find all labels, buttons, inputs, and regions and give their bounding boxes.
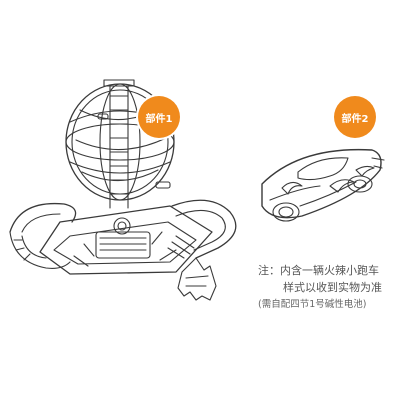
part1-label: 部件1 bbox=[145, 113, 173, 125]
note-line-1: 注：内含一辆火辣小跑车 bbox=[258, 264, 379, 277]
part2-badge: 部件2 bbox=[334, 96, 376, 138]
right-curve-track bbox=[171, 199, 237, 301]
track-base bbox=[39, 205, 213, 275]
note-line-2: 样式以收到实物为准 bbox=[283, 281, 382, 294]
left-oval-track bbox=[9, 202, 77, 269]
note-battery: (需自配四节1号碱性电池) bbox=[258, 299, 367, 310]
race-car bbox=[261, 148, 385, 222]
product-note: 注：内含一辆火辣小跑车 样式以收到实物为准 (需自配四节1号碱性电池) bbox=[258, 262, 398, 313]
part2-label: 部件2 bbox=[341, 113, 369, 125]
part1-badge: 部件1 bbox=[138, 96, 180, 138]
